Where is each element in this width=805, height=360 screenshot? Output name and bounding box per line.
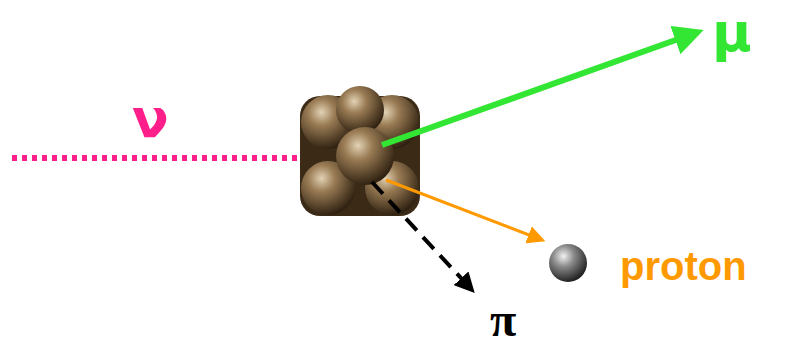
neutrino-track [12,155,300,161]
pion-label: π [490,296,516,344]
neutrino-label: ν [132,92,169,146]
pion-track [372,182,472,290]
proton-track [386,180,542,240]
nucleus [300,86,420,216]
muon-track [382,32,698,145]
muon-label: μ [712,6,752,60]
proton-ball [549,244,587,282]
proton-label: proton [620,246,747,286]
